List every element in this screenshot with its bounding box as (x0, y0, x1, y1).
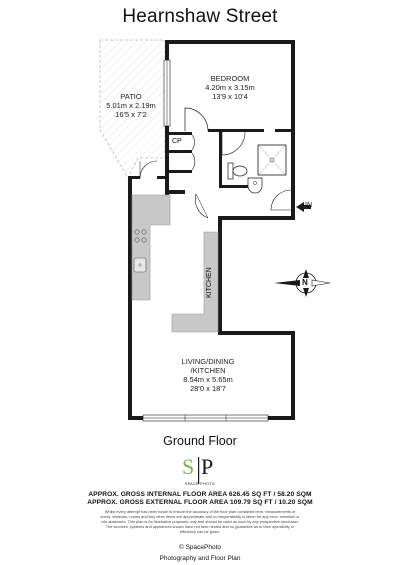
compass-north-label: N (302, 278, 308, 287)
floor-plan (99, 39, 331, 422)
cupboard-doors (191, 134, 196, 171)
kitchen-counter-right (171, 231, 219, 333)
bedroom-window (163, 59, 171, 127)
street-title: Hearnshaw Street (122, 6, 278, 27)
toilet (227, 162, 248, 180)
compass-icon (274, 269, 331, 297)
logo-monogram-p: P (201, 454, 214, 479)
cupboard-walls (165, 132, 192, 194)
copyright-credit: © SpacePhoto (178, 544, 221, 551)
logo-brand-text: SPACE PHOTO (184, 482, 216, 486)
floor-label: Ground Floor (163, 434, 237, 448)
shower (257, 144, 287, 176)
disclaimer-text: Whilst every attempt has been made to en… (100, 509, 300, 534)
hall-door (195, 193, 209, 219)
cupboard-label: CP (172, 138, 182, 145)
living-label: LIVING/DINING /KITCHEN 8.54m x 5.65m 28'… (181, 357, 235, 393)
entrance-door (270, 189, 292, 211)
sink (133, 257, 147, 273)
patio-door (139, 160, 158, 179)
entrance-arrow (296, 202, 311, 212)
logo-monogram-s: S (182, 454, 195, 479)
bedroom-door (184, 107, 209, 132)
space-photo-logo: S P SPACE PHOTO (176, 454, 224, 486)
entrance-label: IN (305, 202, 312, 209)
kitchen-counter-left (131, 194, 171, 301)
kitchen-label: KITCHEN (206, 267, 213, 298)
bedroom-label: BEDROOM 4.20m x 3.15m 13'9 x 10'4 (205, 74, 255, 101)
entrance-walls (218, 188, 295, 220)
external-area: APPROX. GROSS EXTERNAL FLOOR AREA 109.79… (87, 499, 313, 506)
hob (134, 229, 147, 243)
internal-area: APPROX. GROSS INTERNAL FLOOR AREA 626.45… (88, 491, 312, 498)
basin (247, 177, 263, 194)
bathroom-door (221, 131, 246, 156)
credit-tagline: Photography and Floor Plan (159, 555, 241, 562)
patio-label: PATIO 5.01m x 2.19m 16'5 x 7'2 (106, 92, 156, 119)
bathroom-walls (219, 132, 259, 188)
living-windows (142, 414, 269, 422)
